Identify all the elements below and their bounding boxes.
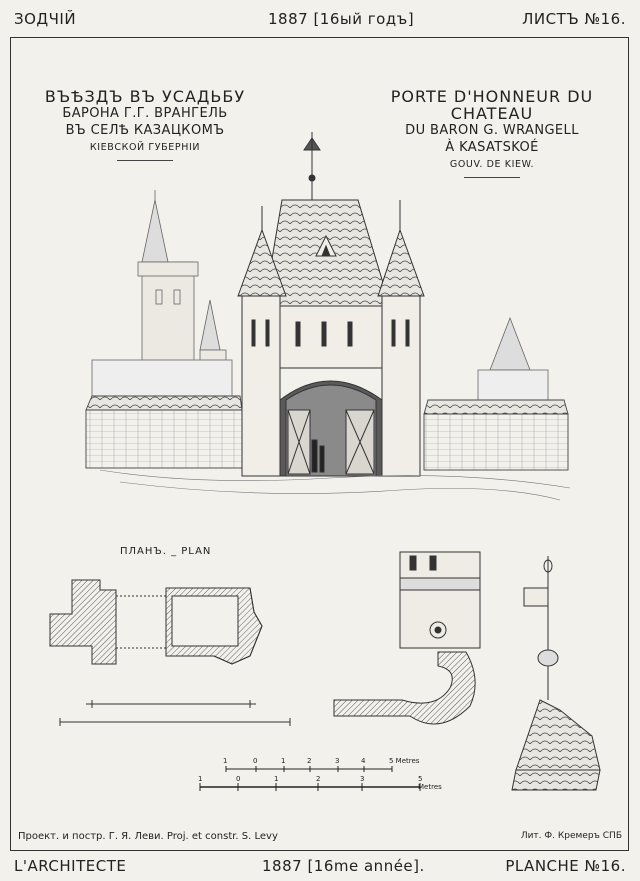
scale-top-tick-0: 1 <box>223 757 228 765</box>
title-ru-line1: ВЪѢЗДЪ ВЪ УСАДЬБУ <box>44 87 246 106</box>
architect-credit: Проект. и постр. Г. Я. Леви. Proj. et co… <box>18 831 278 842</box>
title-fr-line2: DU BARON G. WRANGELL <box>405 123 579 138</box>
gatehouse <box>237 132 425 477</box>
plate-number-fr: PLANCHE №16. <box>505 857 626 875</box>
title-fr-line1: PORTE D'HONNEUR DU CHATEAU <box>390 87 594 123</box>
title-ru-rule <box>117 160 173 161</box>
scale-top-labels: 1 0 1 2 3 4 5 Metres <box>221 757 431 767</box>
title-fr-line4: GOUV. DE KIEW. <box>449 159 535 170</box>
plate-frame <box>10 37 629 851</box>
plan-label: ПЛАНЪ. _ PLAN <box>120 546 212 557</box>
title-block-ru: ВЪѢЗДЪ ВЪ УСАДЬБУ БАРОНА Г.Г. ВРАНГЕЛЬ В… <box>40 88 250 161</box>
title-ru-line2: БАРОНА Г.Г. ВРАНГЕЛЬ <box>62 106 228 121</box>
title-block-fr: PORTE D'HONNEUR DU CHATEAU DU BARON G. W… <box>362 88 622 178</box>
journal-title-fr: L'ARCHITECTE <box>14 857 127 875</box>
scale-bottom-tick-0: 1 <box>198 775 203 783</box>
scale-top-tick-3: 2 <box>307 757 312 765</box>
background-castle <box>91 190 233 401</box>
scale-bottom-tick-2: 1 <box>274 775 279 783</box>
title-ru-line4: КІЕВСКОЙ ГУБЕРНІИ <box>89 142 201 153</box>
scale-bottom-tick-5: 5 Metres <box>418 775 442 791</box>
scale-top-tick-2: 1 <box>281 757 286 765</box>
boundary-wall-right <box>423 399 569 471</box>
boundary-wall-left <box>85 395 243 469</box>
year-label-fr: 1887 [16me année]. <box>262 857 425 875</box>
scale-top-tick-1: 0 <box>253 757 258 765</box>
scale-bottom-tick-1: 0 <box>236 775 241 783</box>
scale-bottom-labels: 1 0 1 2 3 5 Metres <box>196 775 446 791</box>
journal-title-ru: ЗОДЧІЙ <box>14 10 77 28</box>
scale-top-tick-6: 5 Metres <box>389 757 420 765</box>
scale-top-tick-4: 3 <box>335 757 340 765</box>
ground <box>99 469 571 501</box>
sheet-number-ru: ЛИСТЪ №16. <box>522 10 626 28</box>
scale-bottom-tick-4: 3 <box>360 775 365 783</box>
lithographer-credit: Лит. Ф. Кремеръ СПБ <box>520 831 622 841</box>
plan-drawing <box>49 579 291 726</box>
title-ru-line3: ВЪ СЕЛѢ КАЗАЦКОМЪ <box>65 123 225 138</box>
scale-top-tick-5: 4 <box>361 757 366 765</box>
year-label-ru: 1887 [16ый годъ] <box>268 10 415 28</box>
scale-bottom-tick-3: 2 <box>316 775 321 783</box>
scale-bars <box>199 766 421 791</box>
title-fr-rule <box>464 177 520 178</box>
finial-detail-drawing <box>511 556 601 791</box>
turret-detail-drawing <box>333 551 481 725</box>
title-fr-line3: À KASATSKOÉ <box>445 140 539 155</box>
